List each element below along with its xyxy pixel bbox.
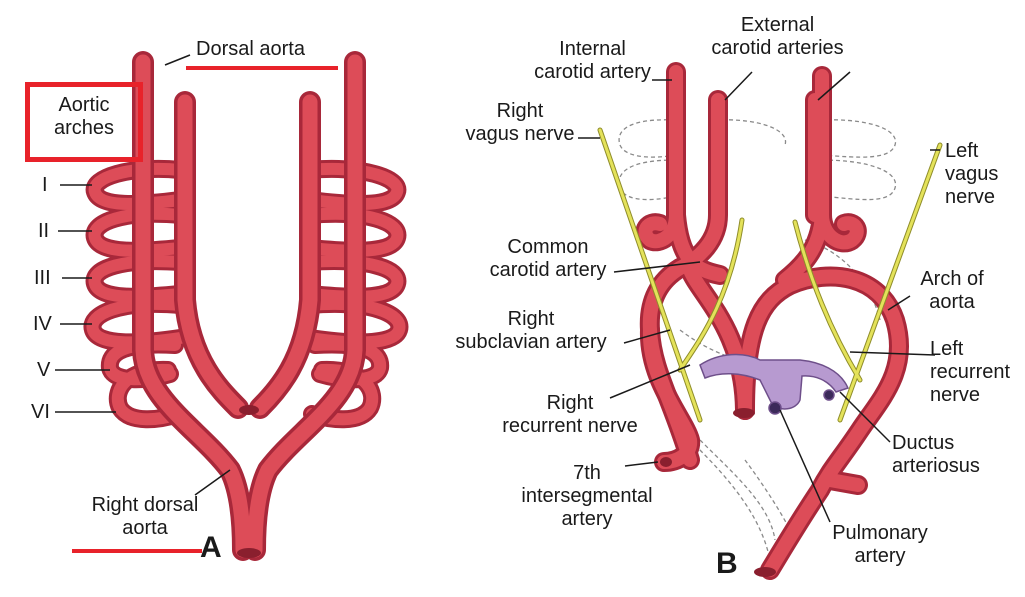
- pulmonary-artery-label: Pulmonary artery: [820, 522, 940, 568]
- arch-numeral-5: V: [37, 359, 50, 382]
- arch-numeral-3: III: [34, 267, 51, 290]
- pulmonary-trunk: [700, 355, 848, 414]
- aortic-arches-label: Aortic arches: [30, 94, 138, 140]
- external-carotid-label: External carotid arteries: [690, 14, 865, 60]
- arch-numeral-1: I: [42, 174, 48, 197]
- internal-carotid-label: Internal carotid artery: [530, 38, 655, 84]
- right-recurrent-label: Right recurrent nerve: [465, 392, 675, 438]
- dorsal-aorta-label: Dorsal aorta: [196, 38, 305, 61]
- ductus-arteriosus-label: Ductus arteriosus: [892, 432, 980, 478]
- panel-b-arteries: [645, 72, 899, 577]
- arch-numeral-2: II: [38, 220, 49, 243]
- left-vagus-label: Left vagus nerve: [945, 140, 998, 209]
- left-recurrent-label: Left recurrent nerve: [930, 338, 1010, 407]
- right-dorsal-aorta-highlight: [72, 549, 202, 553]
- right-subclavian-label: Right subclavian artery: [436, 308, 626, 354]
- right-dorsal-aorta-label: Right dorsal aorta: [70, 494, 220, 540]
- dorsal-aorta-highlight: [186, 66, 338, 70]
- common-carotid-label: Common carotid artery: [478, 236, 618, 282]
- panel-a-letter: A: [200, 531, 222, 565]
- arch-numeral-6: VI: [31, 401, 50, 424]
- seventh-intersegmental-label: 7th intersegmental artery: [512, 462, 662, 531]
- panel-b-letter: B: [716, 547, 738, 581]
- arch-numeral-4: IV: [33, 313, 52, 336]
- right-vagus-label: Right vagus nerve: [460, 100, 580, 146]
- arch-of-aorta-label: Arch of aorta: [912, 268, 992, 314]
